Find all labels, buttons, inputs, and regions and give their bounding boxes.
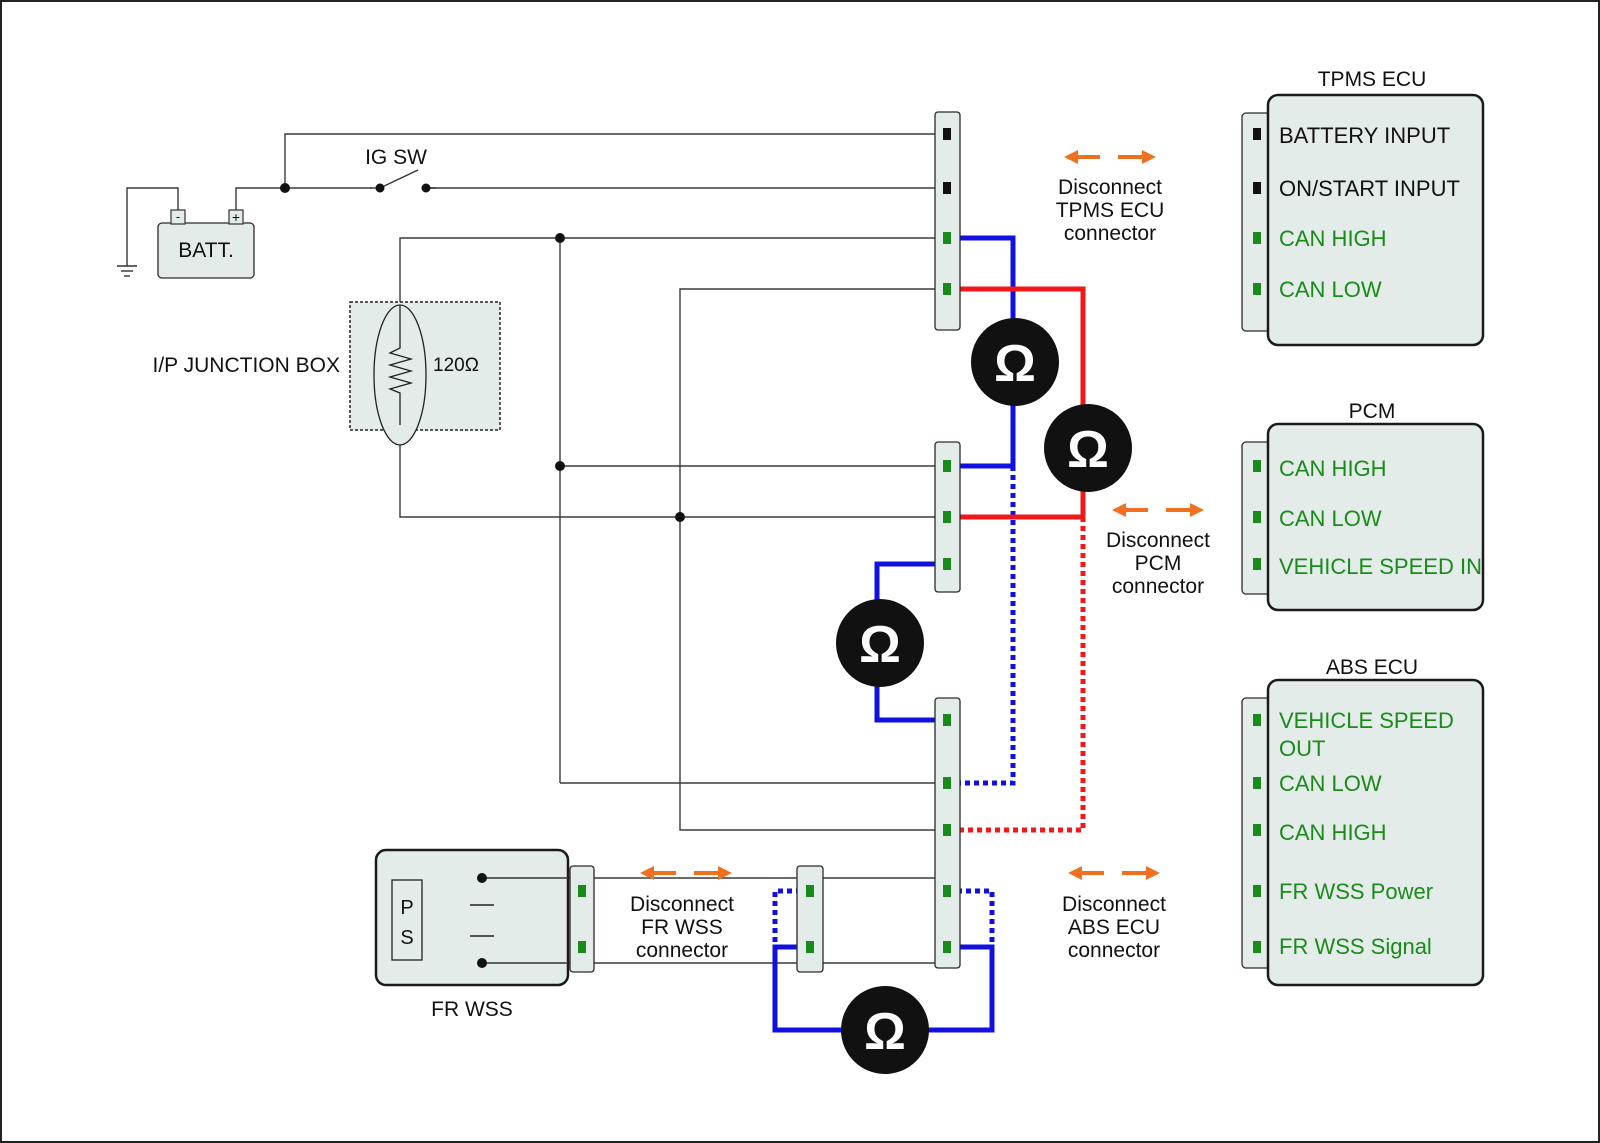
svg-text:Ω: Ω (864, 1003, 906, 1061)
pcm-instr-2: PCM (1135, 552, 1182, 575)
tpms-pin-battery: BATTERY INPUT (1279, 123, 1450, 148)
wss-instr-2: FR WSS (641, 916, 723, 939)
junction-box-label: I/P JUNCTION BOX (153, 354, 340, 377)
battery-minus: - (176, 209, 180, 224)
pcm-pin-can-high: CAN HIGH (1279, 456, 1387, 481)
pcm-pin-vss-in: VEHICLE SPEED IN (1279, 554, 1482, 579)
abs-pin-wss-signal: FR WSS Signal (1279, 934, 1432, 959)
ig-sw-label: IG SW (365, 146, 427, 169)
wss-harness-connector[interactable] (796, 865, 824, 973)
ohmmeter-icon[interactable]: Ω (1044, 404, 1132, 492)
connector-strips (569, 111, 961, 973)
can-low-measure (948, 286, 1086, 833)
ohmmeter-icon[interactable]: Ω (836, 599, 924, 687)
pcm-module: PCM CAN HIGH CAN LOW VEHICLE SPEED IN (1241, 400, 1485, 612)
abs-instr-1: Disconnect (1062, 893, 1166, 916)
can-low-drop (679, 288, 950, 831)
disconnect-arrow-icon (1068, 866, 1160, 880)
resistor-value: 120Ω (433, 355, 479, 376)
svg-text:Ω: Ω (859, 616, 901, 674)
wss-disconnect: Disconnect FR WSS connector (630, 866, 734, 962)
abs-title: ABS ECU (1326, 656, 1418, 679)
wss-sensor-connector[interactable] (569, 865, 595, 973)
tpms-pin-on-start: ON/START INPUT (1279, 176, 1460, 201)
pcm-instr-3: connector (1112, 575, 1204, 598)
wss-instr-3: connector (636, 939, 728, 962)
abs-pin-can-low: CAN LOW (1279, 771, 1382, 796)
svg-text:Ω: Ω (994, 335, 1036, 393)
tpms-title: TPMS ECU (1318, 68, 1427, 91)
pcm-pin-can-low: CAN LOW (1279, 506, 1382, 531)
tpms-instr-2: TPMS ECU (1056, 199, 1165, 222)
abs-instr-3: connector (1068, 939, 1160, 962)
abs-pin-wss-power: FR WSS Power (1279, 879, 1433, 904)
wss-s-label: S (400, 927, 413, 949)
pcm-instr-1: Disconnect (1106, 529, 1210, 552)
abs-ecu: ABS ECU VEHICLE SPEED OUT CAN LOW CAN HI… (1241, 656, 1485, 987)
abs-instr-2: ABS ECU (1068, 916, 1160, 939)
ohmmeter-icon[interactable]: Ω (971, 318, 1059, 406)
tpms-pin-can-low: CAN LOW (1279, 277, 1382, 302)
tpms-ecu: TPMS ECU BATTERY INPUT ON/START INPUT CA… (1241, 68, 1485, 347)
ground-wire (126, 187, 179, 266)
battery-icon: - + BATT. (157, 209, 255, 279)
abs-pin-vss-out-2: OUT (1279, 736, 1325, 761)
disconnect-arrow-icon (1112, 503, 1204, 517)
tpms-instr-3: connector (1064, 222, 1156, 245)
battery-label: BATT. (178, 239, 234, 262)
battery-wire (284, 133, 950, 188)
wss-instr-1: Disconnect (630, 893, 734, 916)
wss-p-label: P (400, 897, 413, 919)
pcm-disconnect: Disconnect PCM connector (1106, 503, 1210, 598)
ohmmeter-icon[interactable]: Ω (841, 986, 929, 1074)
svg-text:Ω: Ω (1067, 421, 1109, 479)
tpms-disconnect: Disconnect TPMS ECU connector (1056, 150, 1165, 245)
ig-wire (235, 187, 950, 212)
abs-disconnect: Disconnect ABS ECU connector (1062, 866, 1166, 962)
abs-pin-vss-out: VEHICLE SPEED (1279, 708, 1454, 733)
switch-icon: IG SW (365, 146, 436, 196)
battery-plus: + (232, 209, 240, 225)
ground-icon (117, 265, 137, 277)
tpms-harness-connector[interactable] (934, 111, 961, 331)
ip-junction-box: 120Ω (349, 301, 501, 446)
fr-wss-label: FR WSS (431, 998, 513, 1021)
disconnect-arrow-icon (640, 866, 732, 880)
disconnect-arrow-icon (1064, 150, 1156, 164)
fr-wss-sensor: P S (374, 848, 570, 987)
abs-pin-can-high: CAN HIGH (1279, 820, 1387, 845)
tpms-pin-can-high: CAN HIGH (1279, 226, 1387, 251)
resistor-icon (387, 340, 414, 405)
tpms-instr-1: Disconnect (1058, 176, 1162, 199)
pcm-title: PCM (1349, 400, 1396, 423)
